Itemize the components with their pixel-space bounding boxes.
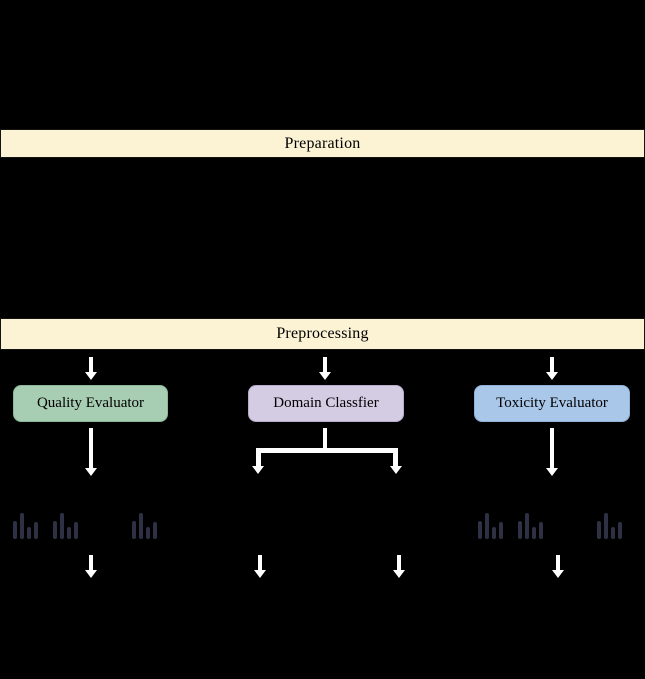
arrow-stem	[89, 357, 93, 372]
arrow-stem	[89, 428, 93, 468]
histogram-icon	[13, 513, 38, 539]
histogram-bar	[132, 521, 136, 539]
histogram-icon	[518, 513, 543, 539]
histogram-bar	[139, 513, 143, 539]
arrow-head	[85, 372, 97, 380]
branch-horizontal-bar	[256, 448, 398, 453]
domain-classifier-label: Domain Classfier	[273, 395, 379, 411]
histogram-bar	[146, 527, 150, 539]
arrow-quality-output	[85, 428, 97, 476]
histogram-icon	[132, 513, 157, 539]
histogram-bar	[53, 521, 57, 539]
arrow-head	[552, 570, 564, 578]
quality-evaluator-box: Quality Evaluator	[13, 385, 168, 422]
branch-left-drop	[256, 448, 261, 468]
arrow-preprocessing-to-domain	[319, 357, 331, 380]
histogram-bar	[20, 513, 24, 539]
arrow-preprocessing-to-quality	[85, 357, 97, 380]
histogram-bar	[27, 527, 31, 539]
quality-evaluator-label: Quality Evaluator	[36, 395, 145, 411]
histogram-bar	[618, 522, 622, 539]
branch-center-stem	[323, 428, 327, 452]
arrow-head	[546, 468, 558, 476]
histogram-bar	[153, 522, 157, 539]
histogram-icon	[478, 513, 503, 539]
histogram-bar	[478, 521, 482, 539]
arrow-head	[393, 570, 405, 578]
histogram-bar	[532, 527, 536, 539]
arrow-stem	[556, 555, 560, 570]
arrow-head	[546, 372, 558, 380]
arrow-head	[85, 468, 97, 476]
preprocessing-banner-label: Preprocessing	[276, 325, 369, 342]
arrow-stem	[89, 555, 93, 570]
arrow-toxicity-result	[552, 555, 564, 578]
arrow-preprocessing-to-toxicity	[546, 357, 558, 380]
histogram-icon	[597, 513, 622, 539]
histogram-bar	[485, 513, 489, 539]
toxicity-evaluator-box: Toxicity Evaluator	[474, 385, 630, 422]
arrow-stem	[397, 555, 401, 570]
branch-right-drop	[393, 448, 398, 468]
histogram-icon	[53, 513, 78, 539]
histogram-bar	[60, 513, 64, 539]
arrow-head	[319, 372, 331, 380]
histogram-bar	[597, 521, 601, 539]
histogram-bar	[34, 522, 38, 539]
arrow-domain-left-result	[254, 555, 266, 578]
histogram-bar	[13, 521, 17, 539]
arrow-quality-result	[85, 555, 97, 578]
preprocessing-banner: Preprocessing	[0, 318, 645, 350]
arrow-stem	[258, 555, 262, 570]
histogram-bar	[74, 522, 78, 539]
arrow-toxicity-output	[546, 428, 558, 476]
arrow-stem	[323, 357, 327, 372]
histogram-bar	[499, 522, 503, 539]
arrow-head	[85, 570, 97, 578]
histogram-bar	[525, 513, 529, 539]
histogram-bar	[67, 527, 71, 539]
histogram-bar	[518, 521, 522, 539]
preparation-banner: Preparation	[0, 129, 645, 158]
arrow-stem	[550, 428, 554, 468]
histogram-bar	[604, 513, 608, 539]
histogram-bar	[539, 522, 543, 539]
histogram-bar	[611, 527, 615, 539]
arrow-domain-right-result	[393, 555, 405, 578]
domain-classifier-box: Domain Classfier	[248, 385, 404, 422]
preparation-banner-label: Preparation	[284, 134, 361, 152]
arrow-head	[254, 570, 266, 578]
histogram-bar	[492, 527, 496, 539]
toxicity-evaluator-label: Toxicity Evaluator	[496, 395, 608, 411]
branch-left-arrow-head	[252, 466, 264, 474]
branch-right-arrow-head	[390, 466, 402, 474]
arrow-stem	[550, 357, 554, 372]
